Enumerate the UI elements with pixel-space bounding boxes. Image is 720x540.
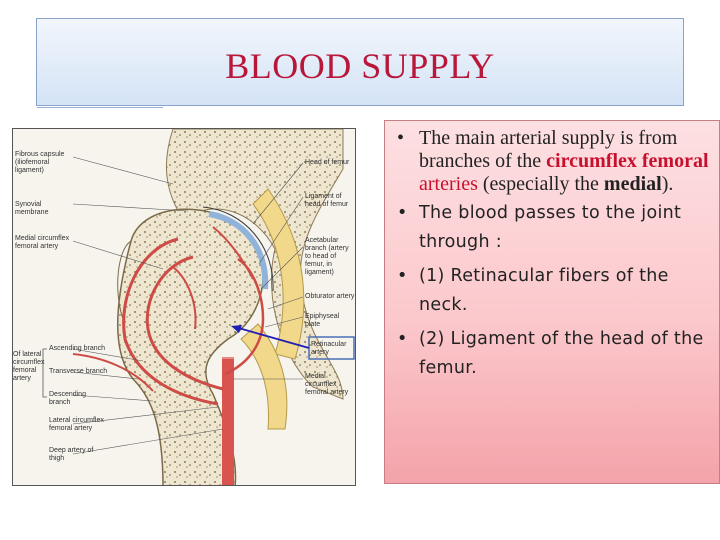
highlight-medial: medial xyxy=(603,173,662,195)
label-ligament-head: Ligament of head of femur xyxy=(305,193,349,208)
slide-title: BLOOD SUPPLY xyxy=(225,46,495,86)
label-descending-branch: Descending branch xyxy=(49,391,86,406)
bullet-dot-icon: • xyxy=(397,329,408,349)
bullet-text: ). xyxy=(661,173,674,195)
bullet-item-retinacular: • (1) Retinacular fibers of the neck. xyxy=(393,262,715,320)
bullet-panel: • The main arterial supply is from branc… xyxy=(384,120,720,484)
label-lateral-circumflex-artery: Lateral circumflex femoral artery xyxy=(49,417,104,432)
bullet-text: (especially the xyxy=(477,173,604,195)
label-synovial-membrane: Synovial membrane xyxy=(15,201,49,216)
label-retinacular-artery: Retinacular artery xyxy=(311,341,347,356)
label-acetabular-branch: Acetabular branch (artery to head of fem… xyxy=(305,237,349,276)
highlight-arteries: arteries xyxy=(419,173,478,195)
label-obturator-artery: Obturator artery xyxy=(305,293,355,300)
hip-joint-drawing xyxy=(42,129,355,485)
title-banner: BLOOD SUPPLY xyxy=(36,18,684,108)
label-fibrous-capsule: Fibrous capsule (iliofemoral ligament) xyxy=(15,151,65,174)
hip-joint-illustration: Fibrous capsule (iliofemoral ligament) S… xyxy=(12,128,356,486)
bullet-list: • The main arterial supply is from branc… xyxy=(393,127,715,383)
bullet-dot-icon: • xyxy=(397,127,405,149)
label-medial-circumflex-artery: Medial circumflex femoral artery xyxy=(15,235,70,250)
bullet-dot-icon: • xyxy=(397,203,408,223)
bullet-text: The main arterial supply is from branche… xyxy=(419,127,678,172)
label-ascending-branch: Ascending branch xyxy=(49,345,106,352)
bullet-dot-icon: • xyxy=(397,266,408,286)
label-head-of-femur: Head of femur xyxy=(305,159,350,166)
bullet-text: (2) Ligament of the head of the femur. xyxy=(419,329,704,378)
bullet-item-arterial-supply: • The main arterial supply is from branc… xyxy=(393,127,715,196)
label-medial-circumflex-right: Medial circumflex femoral artery xyxy=(305,373,349,396)
label-transverse-branch: Transverse branch xyxy=(49,368,108,375)
bullet-item-blood-passes: • The blood passes to the joint through … xyxy=(393,199,715,257)
label-epiphyseal-plate: Epiphyseal plate xyxy=(305,313,340,328)
label-deep-artery-thigh: Deep artery of thigh xyxy=(49,447,94,462)
bullet-item-ligament: • (2) Ligament of the head of the femur. xyxy=(393,325,715,383)
bullet-text: The blood passes to the joint through : xyxy=(419,203,682,252)
bullet-text: (1) Retinacular fibers of the neck. xyxy=(419,266,669,315)
label-of-lateral-circumflex: Of lateral circumflex femoral artery xyxy=(13,351,45,382)
highlight-circumflex-femoral: circumflex femoral xyxy=(546,150,709,172)
